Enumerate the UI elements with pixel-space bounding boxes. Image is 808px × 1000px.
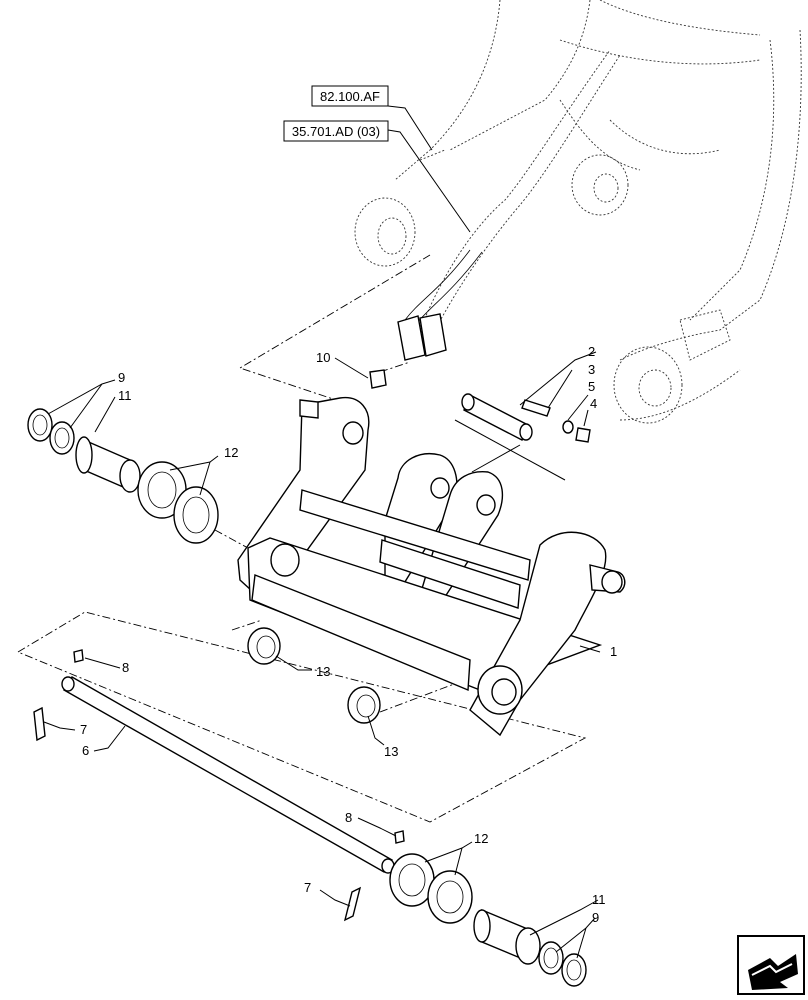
callout-9-right: 9: [592, 910, 599, 925]
callout-7-right: 7: [304, 880, 311, 895]
reference-label: 35.701.AD (03): [292, 124, 380, 139]
left-side-washers-bushing: [27, 408, 219, 544]
callout-1: 1: [610, 644, 617, 659]
hydraulic-hose-ends: [369, 249, 483, 389]
loader-arm-phantom: [354, 0, 802, 424]
reference-label: 82.100.AF: [320, 89, 380, 104]
callout-labels: 1 2 3 4 5 6 7 7 8 8 9 9 10 11 11 12 12 1…: [80, 344, 617, 925]
callout-12-right: 12: [474, 831, 488, 846]
callout-2: 2: [588, 344, 595, 359]
assembly-lines: [16, 254, 587, 823]
quick-coupler-frame: [237, 396, 626, 737]
callout-9-left: 9: [118, 370, 125, 385]
callout-10: 10: [316, 350, 330, 365]
leader-lines: [43, 105, 601, 959]
bearings: [247, 627, 381, 724]
long-pin-and-fasteners: [33, 649, 405, 922]
callout-11-right: 11: [592, 892, 606, 907]
pin-assembly: [461, 393, 591, 443]
callout-6: 6: [82, 743, 89, 758]
right-side-washers-bushing: [389, 853, 587, 987]
callout-4: 4: [590, 396, 597, 411]
callout-7-left: 7: [80, 722, 87, 737]
reference-box-82-100-af[interactable]: 82.100.AF: [311, 85, 389, 107]
callout-8-right: 8: [345, 810, 352, 825]
callout-3: 3: [588, 362, 595, 377]
callout-13-left: 13: [316, 664, 330, 679]
next-page-arrow-icon[interactable]: [737, 935, 805, 995]
callout-13-right: 13: [384, 744, 398, 759]
callout-8-left: 8: [122, 660, 129, 675]
callout-5: 5: [588, 379, 595, 394]
callout-12-left: 12: [224, 445, 238, 460]
reference-box-35-701-ad-03[interactable]: 35.701.AD (03): [283, 120, 389, 142]
callout-11-left: 11: [118, 388, 132, 403]
